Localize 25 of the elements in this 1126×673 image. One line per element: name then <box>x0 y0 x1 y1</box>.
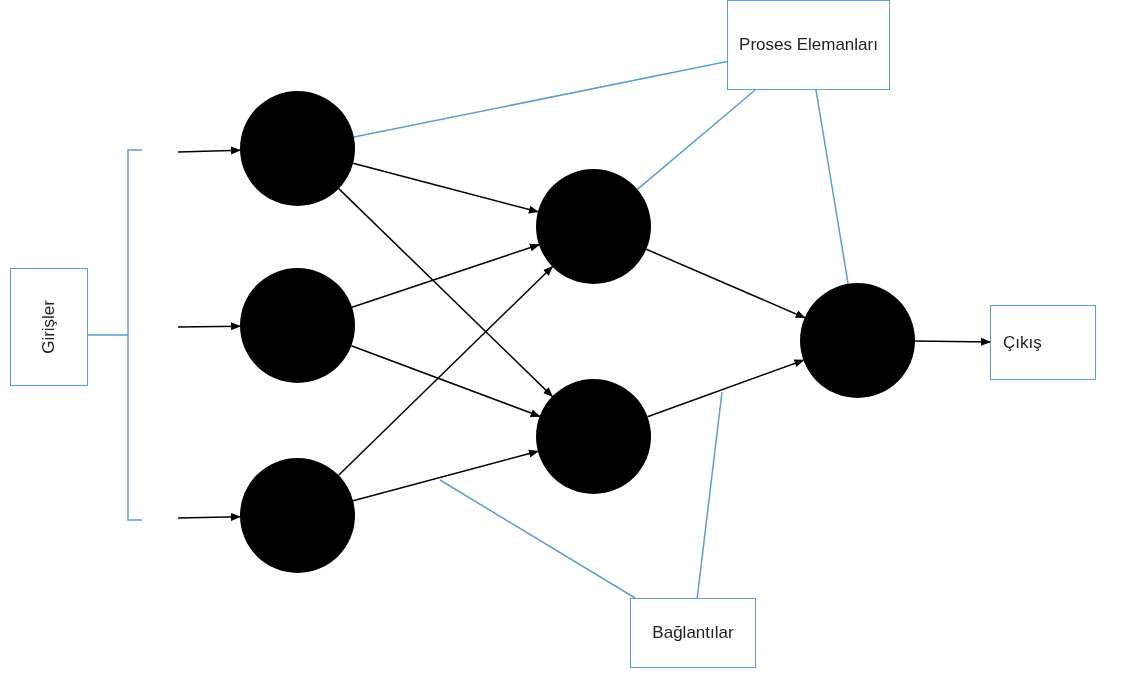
callout-text: Girişler <box>39 300 59 354</box>
arrow <box>177 512 241 521</box>
arrow <box>352 449 539 502</box>
callout-text: Çıkış <box>1003 332 1042 353</box>
callout-text: Proses Elemanları <box>739 35 878 55</box>
arrow <box>645 248 806 319</box>
arrow <box>351 243 540 309</box>
leader-line <box>636 89 756 191</box>
arrow <box>177 146 241 155</box>
callout-box <box>990 305 1096 380</box>
arrow <box>177 322 241 331</box>
arrow <box>646 359 805 418</box>
callout-box <box>10 268 88 386</box>
arrow <box>337 265 554 477</box>
leader-line <box>439 479 636 599</box>
callout-text: Bağlantılar <box>652 623 734 643</box>
arrow <box>337 187 554 398</box>
leader-line <box>353 60 728 138</box>
arrow <box>914 337 991 346</box>
leader-line <box>815 89 849 285</box>
callout-box <box>630 598 756 668</box>
arrow <box>350 344 541 418</box>
callout-box <box>727 0 890 90</box>
arrow <box>352 162 539 214</box>
leader-line <box>696 391 723 599</box>
